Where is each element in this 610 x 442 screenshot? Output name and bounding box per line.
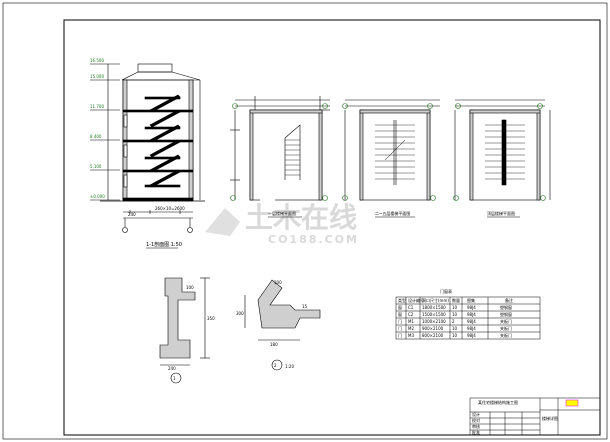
svg-text:1800×1500: 1800×1500 [422,305,446,310]
svg-text:300: 300 [236,311,244,316]
svg-text:15.000: 15.000 [90,74,104,79]
table-row: 门 M3 800×2100 10 98J4 夹板门 [398,332,512,338]
svg-text:类型: 类型 [398,297,406,303]
svg-text:备注: 备注 [505,297,513,303]
svg-text:M1: M1 [408,319,414,324]
svg-text:15: 15 [302,304,308,309]
svg-text:数量: 数量 [452,297,460,303]
svg-text:350: 350 [207,316,215,321]
svg-text:16.500: 16.500 [90,58,104,63]
svg-text:240: 240 [128,212,136,217]
svg-text:1000×2100: 1000×2100 [422,319,446,324]
svg-text:塑钢窗: 塑钢窗 [500,304,512,310]
svg-text:夹板门: 夹板门 [500,332,512,338]
svg-text:夹板门: 夹板门 [500,325,512,331]
svg-text:98J4: 98J4 [467,312,476,317]
title-block-rows: 设计 校对 审核 批准 [472,411,480,435]
svg-text:窗: 窗 [398,304,402,310]
svg-text:11.700: 11.700 [90,104,104,109]
table-row: 窗 C2 1500×1500 10 98J4 塑钢窗 [398,311,512,317]
svg-text:设计编号: 设计编号 [408,297,424,303]
svg-text:5.100: 5.100 [90,164,102,169]
table-title: 门窗表 [440,288,452,294]
title-block [469,397,601,436]
table-row: 门 M1 1000×2100 2 98J4 夹板门 [398,318,512,324]
svg-text:洞口尺寸(mm): 洞口尺寸(mm) [422,297,449,303]
elevation-title: 1-1剖面图 1:50 [146,241,182,248]
table-row: 门 M2 900×2100 10 98J4 夹板门 [398,325,512,331]
svg-text:98J4: 98J4 [467,319,476,324]
svg-text:98J4: 98J4 [467,326,476,331]
plan3-title: 顶层楼梯平面图 [487,210,515,216]
svg-text:塑钢窗: 塑钢窗 [500,311,512,317]
plan1-title: 一层楼梯平面图 [268,210,296,216]
svg-text:门: 门 [398,318,402,324]
svg-text:100: 100 [274,280,282,285]
detail-1-section [159,277,210,384]
svg-text:门: 门 [398,332,402,338]
svg-text:门: 门 [398,325,402,331]
title-block-drawing-name: 楼梯详图 [542,415,558,421]
title-block-project: 某住宅楼梯结构施工图 [478,399,518,405]
svg-text:240: 240 [168,366,176,371]
svg-text:批准: 批准 [472,429,480,435]
svg-text:98J4: 98J4 [467,305,476,310]
svg-text:260×10=2600: 260×10=2600 [155,206,185,211]
svg-text:窗: 窗 [398,311,402,317]
detail1-number: 1 [173,376,176,381]
svg-text:180: 180 [270,342,278,347]
plan2-title: 二~五层楼梯平面图 [375,210,410,216]
svg-text:C1: C1 [408,305,414,310]
svg-text:98J4: 98J4 [467,333,476,338]
detail2-number: 2 [274,363,277,368]
stair-plan-top [453,99,551,201]
svg-text:审核: 审核 [472,423,480,429]
svg-text:10: 10 [452,333,458,338]
svg-text:C2: C2 [408,312,414,317]
watermark-cn: 土木在线 [245,201,357,234]
svg-text:10: 10 [452,312,458,317]
svg-text:100: 100 [186,285,194,290]
table-header-row: 类型 设计编号 洞口尺寸(mm) 数量 图集 备注 [398,297,513,303]
svg-text:±0.000: ±0.000 [90,194,105,199]
detail2-scale: 1:20 [285,364,294,369]
detail-2-section [244,279,321,371]
svg-text:800×2100: 800×2100 [422,333,444,338]
svg-text:校对: 校对 [472,417,480,423]
detail1-dims: 100 350 240 [168,285,215,371]
svg-text:M3: M3 [408,333,414,338]
sheet-inner-border [63,19,601,436]
detail2-dims: 100 300 15 180 [236,280,308,347]
watermark-en: CO188.COM [268,233,359,246]
svg-text:图集: 图集 [467,297,475,303]
door-window-table [395,296,541,340]
svg-text:2: 2 [452,319,455,324]
svg-text:夹板门: 夹板门 [500,318,512,324]
svg-text:10: 10 [452,326,458,331]
svg-text:10: 10 [452,305,458,310]
stair-section-elevation [90,63,205,233]
elevation-level-labels: 16.500 15.000 11.700 8.400 5.100 ±0.000 … [90,58,185,217]
svg-text:1500×1500: 1500×1500 [422,312,446,317]
watermark: 土木在线 CO188.COM [205,201,359,246]
stair-plan-typical [342,99,440,201]
svg-text:设计: 设计 [472,411,480,417]
svg-text:M2: M2 [408,326,414,331]
svg-text:8.400: 8.400 [90,134,102,139]
svg-text:900×2100: 900×2100 [422,326,444,331]
stair-plan-ground [230,96,330,201]
table-row: 窗 C1 1800×1500 10 98J4 塑钢窗 [398,304,512,310]
